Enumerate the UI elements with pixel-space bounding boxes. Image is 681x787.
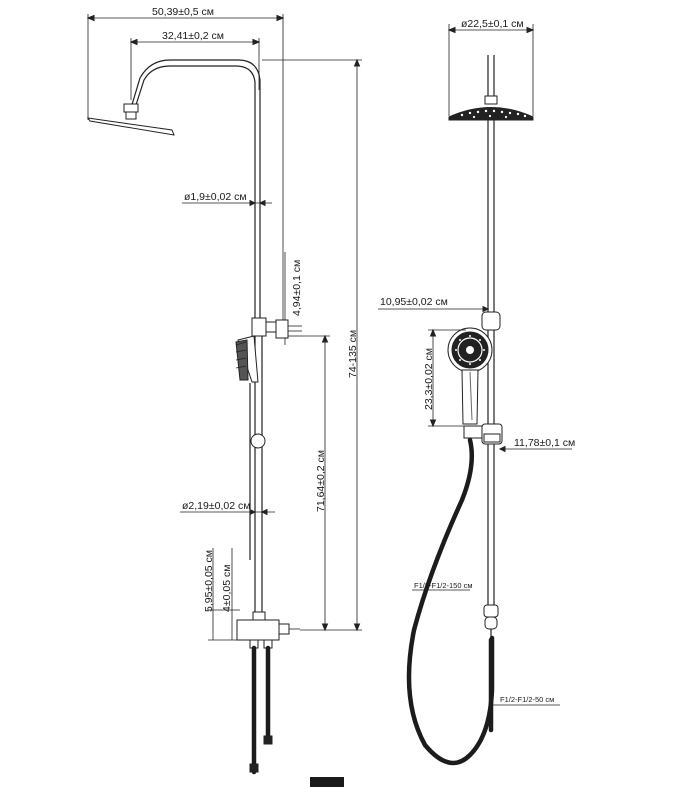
- hand-shower-front: [447, 327, 493, 425]
- long-hose: [406, 437, 495, 766]
- width-total-label: 50,39±0,5 см: [152, 6, 214, 18]
- hose-short-label: F1/2-F1/2-50 см: [500, 695, 554, 704]
- total-height-dimension: 74-135 см: [262, 58, 362, 632]
- slider-width-label: 10,95±0,02 см: [380, 296, 448, 308]
- hand-shower-side: [235, 335, 259, 383]
- lower-pipe-height-label: 71,64±0,2 см: [315, 450, 327, 512]
- lower-diameter-dimension: ø2,19±0,02 см: [180, 500, 275, 516]
- holder-offset-label: 4,94±0,1 см: [291, 260, 303, 316]
- rain-head-front: [448, 107, 534, 121]
- left-side-view: 50,39±0,5 см 32,41±0,2 см ø1,9±0,02 см: [86, 6, 362, 775]
- page-tab-mark: [310, 777, 344, 787]
- lower-diameter-label: ø2,19±0,02 см: [182, 500, 250, 512]
- head-diameter-dimension: ø22,5±0,1 см: [447, 18, 535, 116]
- width-total-dimension: 50,39±0,5 см: [86, 6, 285, 330]
- rain-head-side: [86, 103, 175, 136]
- hose-short-callout: F1/2-F1/2-50 см: [492, 695, 560, 706]
- overhead-arm: [130, 59, 261, 320]
- upper-bracket: [251, 317, 302, 339]
- mixer-body: [236, 611, 300, 649]
- outlet-inlet-dimensions: 5,95±0,05 см 4±0,05 см: [203, 548, 240, 641]
- hose-long-label: F1/2-F1/2-150 см: [414, 581, 473, 590]
- slider-width-dimension: 10,95±0,02 см: [378, 296, 490, 313]
- inlet-height-label: 4±0,05 см: [221, 565, 233, 612]
- total-height-label: 74-135 см: [347, 330, 359, 378]
- arm-reach-label: 32,41±0,2 см: [162, 30, 224, 42]
- arm-reach-dimension: 32,41±0,2 см: [129, 30, 261, 100]
- upper-diameter-dimension: ø1,9±0,02 см: [182, 191, 272, 207]
- handshower-length-dimension: 23,3±0,02 см: [423, 328, 470, 428]
- outlet-height-label: 5,95±0,05 см: [203, 550, 215, 612]
- hose-long-callout: F1/2-F1/2-150 см: [412, 581, 473, 591]
- bracket-depth-dimension: 11,78±0,1 см: [498, 437, 575, 453]
- bracket-depth-label: 11,78±0,1 см: [514, 437, 575, 449]
- lower-pipe-height-dimension: 71,64±0,2 см: [302, 334, 330, 632]
- head-diameter-label: ø22,5±0,1 см: [461, 18, 524, 30]
- right-front-view: ø22,5±0,1 см 10,95±0,02 см: [378, 18, 575, 766]
- upper-diameter-label: ø1,9±0,02 см: [184, 191, 247, 203]
- handshower-length-label: 23,3±0,02 см: [423, 348, 435, 410]
- slider-bracket: [463, 423, 503, 445]
- slider-knob: [250, 433, 266, 449]
